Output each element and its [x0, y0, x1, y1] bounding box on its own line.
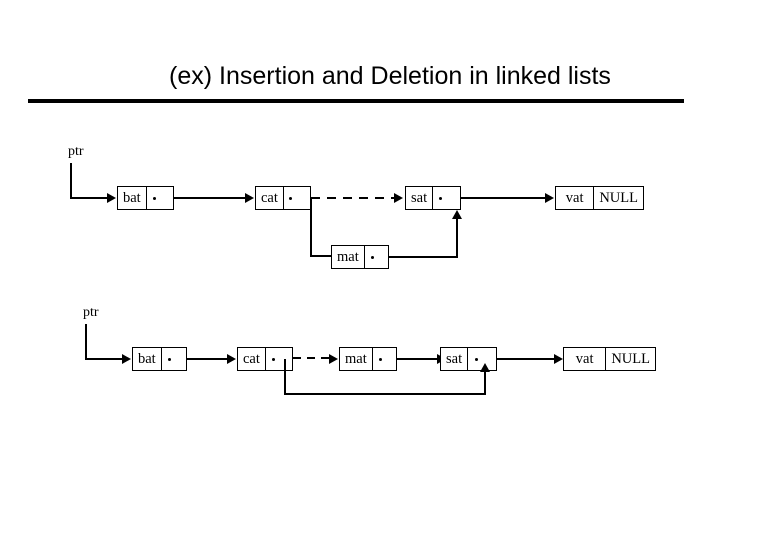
insertion-node-bat-link [145, 187, 163, 209]
deletion-node-sat-data: sat [446, 350, 463, 367]
insertion-ptr-hline [70, 197, 109, 199]
title-underline [28, 99, 684, 103]
deletion-node-sat: sat [440, 347, 497, 371]
deletion-node-cat: cat [237, 347, 293, 371]
insertion-node-vat-link: NULL [593, 187, 643, 209]
deletion-edge-cat-sat-arrowhead [480, 363, 490, 372]
deletion-node-vat: vat NULL [563, 347, 656, 371]
deletion-node-vat-data: vat [575, 350, 594, 367]
deletion-edge-cat-sat-hline [284, 393, 486, 395]
insertion-node-sat-link [432, 187, 448, 209]
insertion-node-cat-data: cat [261, 189, 278, 206]
insertion-node-vat-data: vat [565, 189, 584, 206]
insertion-edge-cat-mat-vline [310, 198, 312, 256]
insertion-node-mat-data: mat [337, 248, 359, 265]
deletion-node-bat: bat [132, 347, 187, 371]
insertion-edge-bat-cat-arrowhead [245, 193, 254, 203]
deletion-edge-sat-vat-arrowhead [554, 354, 563, 364]
deletion-node-cat-data: cat [243, 350, 260, 367]
deletion-edge-cat-mat-arrowhead [329, 354, 338, 364]
insertion-edge-cat-mat-hline [310, 255, 331, 257]
deletion-node-mat-link [371, 348, 389, 370]
insertion-edge-sat-vat-arrowhead [545, 193, 554, 203]
deletion-edge-sat-vat [497, 358, 556, 360]
deletion-node-cat-link [264, 348, 281, 370]
insertion-node-sat: sat [405, 186, 461, 210]
insertion-edge-cat-sat-dashed [311, 197, 395, 199]
insertion-edge-bat-cat [174, 197, 247, 199]
insertion-edge-sat-vat [461, 197, 547, 199]
insertion-node-mat-link [363, 246, 381, 268]
insertion-node-bat-data: bat [123, 189, 141, 206]
deletion-ptr-hline [85, 358, 124, 360]
deletion-edge-mat-sat [397, 358, 439, 360]
deletion-node-mat-data: mat [345, 350, 367, 367]
deletion-edge-cat-sat-vline-right [484, 371, 486, 394]
insertion-node-mat: mat [331, 245, 389, 269]
insertion-edge-mat-sat-hline [389, 256, 458, 258]
deletion-edge-bat-cat [187, 358, 229, 360]
deletion-node-bat-link [160, 348, 177, 370]
deletion-edge-cat-mat-dashed [293, 357, 333, 359]
deletion-ptr-arrowhead [122, 354, 131, 364]
deletion-ptr-vline [85, 324, 87, 360]
deletion-node-sat-link [467, 348, 484, 370]
deletion-node-bat-data: bat [138, 350, 156, 367]
deletion-node-mat: mat [339, 347, 397, 371]
insertion-edge-mat-sat-arrowhead [452, 210, 462, 219]
insertion-ptr-label: ptr [68, 144, 84, 159]
insertion-ptr-arrowhead [107, 193, 116, 203]
deletion-ptr-label: ptr [83, 305, 99, 320]
page-title: (ex) Insertion and Deletion in linked li… [169, 62, 611, 90]
insertion-node-cat: cat [255, 186, 311, 210]
insertion-node-sat-data: sat [411, 189, 428, 206]
deletion-edge-cat-sat-vline-left [284, 359, 286, 395]
deletion-node-vat-link: NULL [605, 348, 655, 370]
insertion-node-bat: bat [117, 186, 174, 210]
insertion-ptr-vline [70, 163, 72, 199]
insertion-node-vat: vat NULL [555, 186, 644, 210]
insertion-edge-mat-sat-vline [456, 218, 458, 257]
insertion-edge-cat-sat-arrowhead [394, 193, 403, 203]
insertion-node-cat-link [282, 187, 298, 209]
deletion-edge-bat-cat-arrowhead [227, 354, 236, 364]
